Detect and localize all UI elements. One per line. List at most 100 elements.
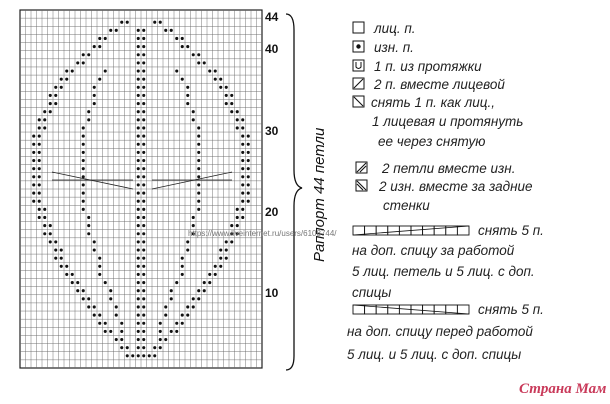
- purl-dot: [197, 167, 201, 171]
- purl-dot: [142, 199, 146, 203]
- purl-dot: [98, 256, 102, 260]
- purl-dot: [230, 240, 234, 244]
- cable-cell: [387, 225, 400, 236]
- purl-dot: [142, 289, 146, 293]
- purl-dot: [235, 126, 239, 130]
- purl-dot: [142, 346, 146, 350]
- purl-dot: [114, 313, 118, 317]
- purl-dot: [48, 232, 52, 236]
- purl-dot: [180, 36, 184, 41]
- cable-line-right: [151, 171, 233, 190]
- legend-label: 5 лиц. петель и 5 лиц. с доп.: [352, 264, 535, 279]
- purl-dot: [37, 207, 41, 211]
- purl-dot: [202, 281, 206, 285]
- purl-dot: [81, 191, 85, 195]
- cable-cell: [387, 304, 400, 315]
- purl-dot: [81, 142, 85, 146]
- purl-dot: [197, 289, 201, 293]
- purl-dot: [186, 85, 190, 89]
- purl-dot: [142, 248, 146, 252]
- purl-dot: [37, 191, 41, 195]
- purl-dot: [109, 329, 113, 333]
- legend-item-cable-back: снять 5 п. на доп. спицу за работой 5 ли…: [352, 223, 544, 300]
- purl-dot: [224, 93, 228, 97]
- purl-dot: [197, 150, 201, 154]
- purl-dot: [37, 118, 41, 122]
- purl-dot: [37, 199, 41, 203]
- purl-dot: [87, 53, 91, 57]
- purl-dot: [202, 61, 206, 65]
- purl-dot: [235, 215, 239, 220]
- purl-dot: [81, 167, 85, 171]
- purl-dot: [213, 272, 217, 276]
- purl-dot: [191, 224, 195, 228]
- purl-dot: [114, 337, 118, 342]
- legend-item-purl: изн. п.: [352, 40, 414, 55]
- purl-dot: [136, 102, 140, 106]
- purl-dot: [180, 45, 184, 49]
- purl-dot: [158, 329, 162, 333]
- purl-dot: [125, 354, 129, 358]
- purl-dot: [153, 20, 157, 24]
- purl-dot: [241, 175, 245, 179]
- purl-dot: [43, 232, 47, 236]
- purl-dot: [142, 36, 146, 41]
- purl-dot: [180, 264, 184, 268]
- purl-dot: [92, 45, 96, 49]
- p2tog-slash-icon: [356, 162, 367, 173]
- purl-dot: [37, 183, 41, 187]
- purl-dot: [103, 321, 107, 325]
- purl-dot: [81, 150, 85, 154]
- purl-dot: [230, 232, 234, 236]
- purl-dot: [202, 289, 206, 293]
- purl-dot: [142, 329, 146, 333]
- purl-dot: [142, 256, 146, 260]
- purl-dot: [213, 264, 217, 268]
- purl-dot: [37, 175, 41, 179]
- purl-dot-icon: [356, 44, 361, 49]
- p2tog-slash-icon-2: [359, 165, 367, 173]
- purl-dot: [142, 281, 146, 285]
- purl-dot: [54, 85, 58, 89]
- purl-dot: [65, 69, 69, 73]
- purl-dot: [213, 69, 217, 73]
- purl-dot: [235, 224, 239, 228]
- purl-dot: [147, 354, 151, 358]
- cable-cell: [422, 304, 435, 315]
- purl-dot: [32, 142, 36, 146]
- purl-dot: [54, 256, 58, 260]
- legend-label: ее через снятую: [378, 134, 485, 149]
- purl-dot: [175, 69, 179, 73]
- purl-dot: [186, 313, 190, 317]
- legend-label: 1 п. из протяжки: [374, 59, 482, 74]
- purl-dot: [230, 102, 234, 106]
- lifted-increase-symbol-icon: [352, 59, 365, 72]
- legend-label: 2 изн. вместе за задние: [378, 179, 533, 194]
- purl-dot: [120, 20, 124, 24]
- purl-dot: [136, 85, 140, 89]
- purl-dot: [136, 142, 140, 146]
- cable-cell: [375, 304, 389, 315]
- legend-label: 2 петли вместе изн.: [381, 161, 515, 176]
- lifted-increase-mark-icon: [355, 62, 362, 69]
- purl-dot: [98, 321, 102, 325]
- purl-dot: [92, 248, 96, 252]
- purl-dot: [136, 232, 140, 236]
- purl-dot: [136, 224, 140, 228]
- purl-dot: [87, 224, 91, 228]
- purl-dot: [169, 289, 173, 293]
- purl-dot: [142, 93, 146, 97]
- purl-dot: [197, 207, 201, 211]
- purl-dot: [169, 297, 173, 301]
- purl-dot: [164, 28, 168, 32]
- purl-dot: [219, 264, 223, 268]
- purl-dot: [48, 224, 52, 228]
- legend-item-k2tog: 2 п. вместе лицевой: [352, 77, 505, 92]
- purl-dot: [32, 175, 36, 179]
- purl-dot: [142, 85, 146, 89]
- purl-dot: [136, 321, 140, 325]
- purl-dot: [87, 110, 91, 114]
- purl-dot: [136, 305, 140, 309]
- purl-dot: [169, 329, 173, 333]
- purl-dot: [142, 126, 146, 130]
